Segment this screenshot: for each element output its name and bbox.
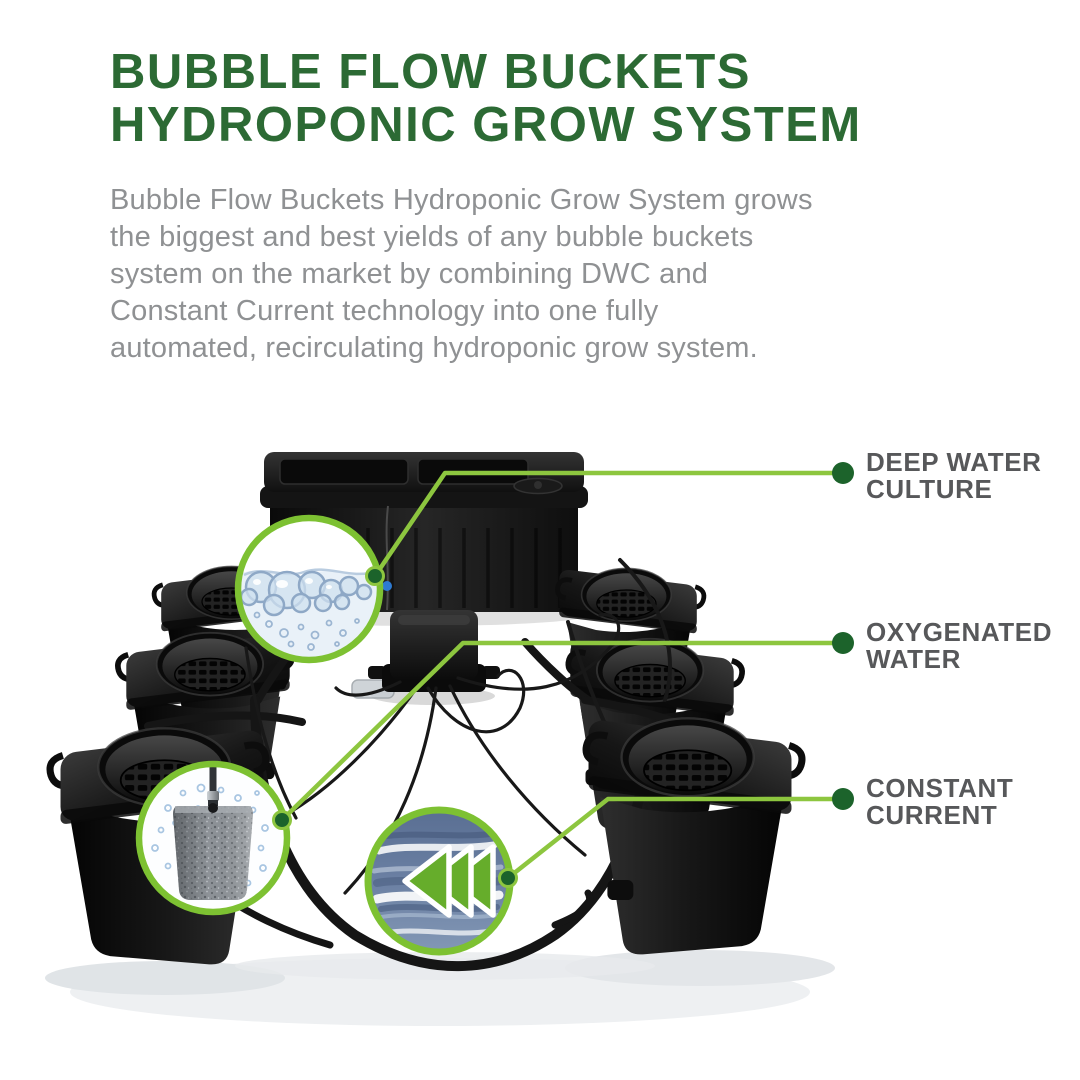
callout-label-line: CONSTANT (866, 773, 1014, 803)
callout-dots (272, 462, 854, 888)
callout-label-line: OXYGENATED (866, 617, 1053, 647)
callout-label-constant-current: CONSTANT CURRENT (866, 775, 1013, 829)
air-tube (209, 765, 217, 795)
description-line: Constant Current technology into one ful… (110, 295, 659, 327)
bucket-front-right (586, 718, 802, 954)
callout-lines (279, 470, 846, 881)
description-line: automated, recirculating hydroponic grow… (110, 332, 758, 364)
water-bubbles-inset (234, 514, 384, 664)
title-line-1: BUBBLE FLOW BUCKETS (110, 45, 751, 99)
callout-label-deep-water-culture: DEEP WATER CULTURE (866, 449, 1042, 503)
callout-label-line: DEEP WATER (866, 447, 1042, 477)
page-title: BUBBLE FLOW BUCKETS HYDROPONIC GROW SYST… (110, 46, 862, 152)
fast-flow-arrows-icon (402, 844, 496, 918)
air-stone-inset (135, 760, 291, 916)
blue-fitting (382, 581, 392, 591)
description-line: system on the market by combining DWC an… (110, 258, 709, 290)
title-line-2: HYDROPONIC GROW SYSTEM (110, 98, 862, 152)
description: Bubble Flow Buckets Hydroponic Grow Syst… (110, 182, 830, 367)
callout-label-line: WATER (866, 644, 961, 674)
leader-oxygenated-water (279, 640, 846, 823)
callout-label-oxygenated-water: OXYGENATED WATER (866, 619, 1052, 673)
description-line: the biggest and best yields of any bubbl… (110, 221, 754, 253)
callout-label-line: CULTURE (866, 474, 993, 504)
water-flow-arrows-inset (364, 806, 514, 956)
leader-deep-water-culture (372, 470, 846, 579)
description-line: Bubble Flow Buckets Hydroponic Grow Syst… (110, 184, 813, 216)
leader-constant-current (505, 796, 846, 881)
callout-label-line: CURRENT (866, 800, 998, 830)
